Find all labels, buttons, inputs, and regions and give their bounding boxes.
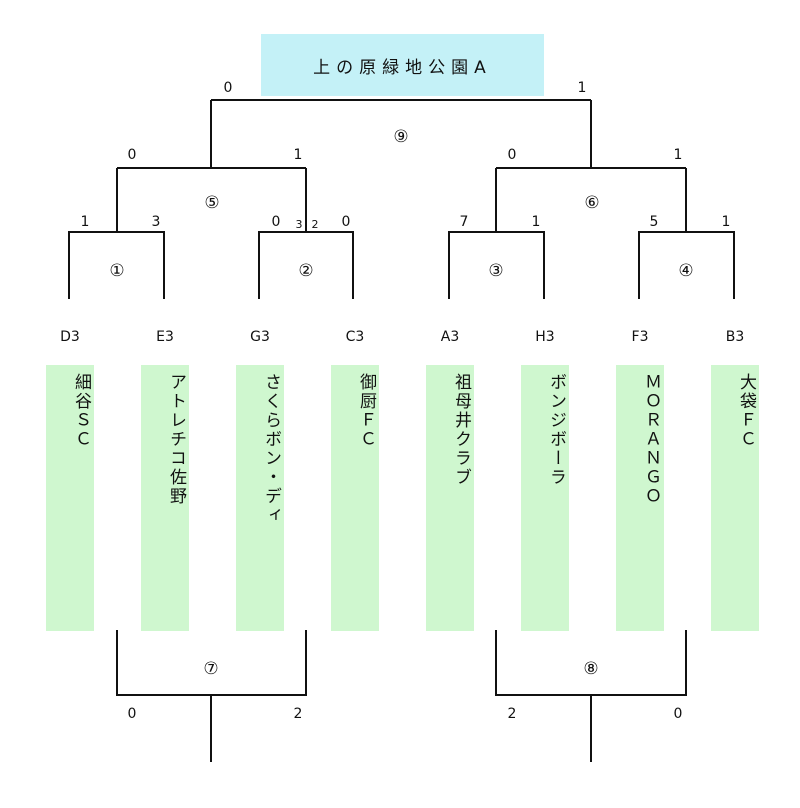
m9-score-left: 0 bbox=[223, 80, 233, 96]
venue-header bbox=[261, 34, 544, 96]
team-name-2: アトレチコ佐野 bbox=[166, 373, 186, 506]
m3-score-left: 7 bbox=[459, 214, 469, 230]
m8-label: ⑧ bbox=[583, 659, 599, 679]
m8-score-right: 0 bbox=[673, 706, 683, 722]
venue-title: 上の原緑地公園A bbox=[313, 57, 492, 78]
team-code-4: C3 bbox=[345, 329, 365, 345]
team-bar-7 bbox=[616, 365, 664, 631]
m3-score-right: 1 bbox=[531, 214, 541, 230]
m9-score-right: 1 bbox=[577, 80, 587, 96]
match-3-lines bbox=[448, 168, 545, 299]
m2-pk-right: 2 bbox=[311, 218, 319, 231]
m5-score-right: 1 bbox=[293, 147, 303, 163]
team-code-6: H3 bbox=[535, 329, 555, 345]
match-2-lines bbox=[258, 168, 354, 299]
m7-score-right: 2 bbox=[293, 706, 303, 722]
m9-label: ⑨ bbox=[393, 127, 409, 147]
team-code-8: B3 bbox=[725, 329, 745, 345]
team-bar-3 bbox=[236, 365, 284, 631]
team-bar-2 bbox=[141, 365, 189, 631]
m1-score-left: 1 bbox=[80, 214, 90, 230]
team-code-2: E3 bbox=[156, 329, 174, 345]
m6-label: ⑥ bbox=[584, 193, 600, 213]
team-bar-1 bbox=[46, 365, 94, 631]
m4-score-right: 1 bbox=[721, 214, 731, 230]
m6-score-right: 1 bbox=[673, 147, 683, 163]
m1-label: ① bbox=[109, 261, 125, 281]
team-bar-4 bbox=[331, 365, 379, 631]
m2-score-left: 0 bbox=[271, 214, 281, 230]
m7-label: ⑦ bbox=[203, 659, 219, 679]
team-bar-6 bbox=[521, 365, 569, 631]
team-name-1: 細谷ＳＣ bbox=[71, 373, 91, 449]
team-name-3: さくらボン・ディ bbox=[261, 373, 281, 525]
m4-label: ④ bbox=[678, 261, 694, 281]
match-8-lines bbox=[495, 630, 687, 762]
m3-label: ③ bbox=[488, 261, 504, 281]
team-bar-5 bbox=[426, 365, 474, 631]
team-name-5: 祖母井クラブ bbox=[451, 373, 471, 487]
team-code-5: A3 bbox=[440, 329, 460, 345]
m5-score-left: 0 bbox=[127, 147, 137, 163]
match-6-lines bbox=[496, 100, 686, 169]
team-name-6: ボンジボーラ bbox=[546, 373, 566, 487]
team-code-1: D3 bbox=[60, 329, 80, 345]
match-1-lines bbox=[68, 168, 165, 299]
team-bar-8 bbox=[711, 365, 759, 631]
team-name-4: 御厨ＦＣ bbox=[356, 373, 376, 449]
team-name-8: 大袋ＦＣ bbox=[736, 373, 756, 449]
m7-score-left: 0 bbox=[127, 706, 137, 722]
m2-score-right: 0 bbox=[341, 214, 351, 230]
m8-score-left: 2 bbox=[507, 706, 517, 722]
m5-label: ⑤ bbox=[204, 193, 220, 213]
m4-score-left: 5 bbox=[649, 214, 659, 230]
m2-pk-left: 3 bbox=[295, 218, 303, 231]
m1-score-right: 3 bbox=[151, 214, 161, 230]
m6-score-left: 0 bbox=[507, 147, 517, 163]
team-code-7: F3 bbox=[631, 329, 649, 345]
match-5-lines bbox=[117, 100, 306, 169]
team-code-3: G3 bbox=[250, 329, 270, 345]
team-name-7: ＭＯＲＡＮＧＯ bbox=[641, 373, 661, 506]
match-4-lines bbox=[638, 168, 735, 299]
match-7-lines bbox=[116, 630, 307, 762]
m2-label: ② bbox=[298, 261, 314, 281]
